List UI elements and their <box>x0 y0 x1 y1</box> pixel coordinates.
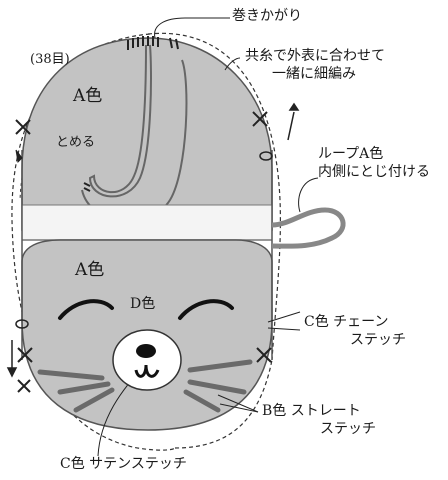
loop-label-line2: 内側にとじ付ける <box>318 164 430 180</box>
right-eye <box>178 299 234 320</box>
dashed-outline <box>11 32 281 451</box>
left-eye <box>58 299 114 320</box>
leader-lines <box>97 17 319 457</box>
chain-label-line2: ステッチ <box>350 332 406 348</box>
loop-label-line1: ループA色 <box>318 146 384 162</box>
nose <box>136 344 156 358</box>
bottom-color-label: A色 <box>75 260 105 280</box>
curl-edge-label: 巻きかがり <box>232 8 302 24</box>
tail-outline <box>88 44 152 198</box>
middle-band <box>21 204 273 241</box>
whip-label-line1: 共糸で外表に合わせて <box>245 48 385 64</box>
top-color-label: A色 <box>73 86 103 106</box>
whiskers <box>37 359 253 413</box>
straight-label-line1: B色 ストレート <box>262 403 361 419</box>
loop-oval-right <box>259 151 273 161</box>
nose-color-label: D色 <box>130 296 156 312</box>
muzzle <box>112 329 182 391</box>
fasten-mark <box>83 182 91 192</box>
curl-edge-stitches <box>127 36 179 50</box>
loop-tab <box>271 207 346 249</box>
direction-arrows <box>6 102 300 378</box>
fasten-label: とめる <box>56 135 96 150</box>
straight-label-line2: ステッチ <box>320 421 376 437</box>
mouth <box>134 364 160 378</box>
whip-label-line2: 一緒に細編み <box>272 66 356 82</box>
chain-label-line1: C色 チェーン <box>304 314 389 330</box>
x-marks <box>15 111 272 393</box>
loop-oval-left <box>15 319 29 329</box>
satin-label: C色 サテンステッチ <box>60 456 187 472</box>
stitch-count-label: (38目) <box>30 52 70 67</box>
